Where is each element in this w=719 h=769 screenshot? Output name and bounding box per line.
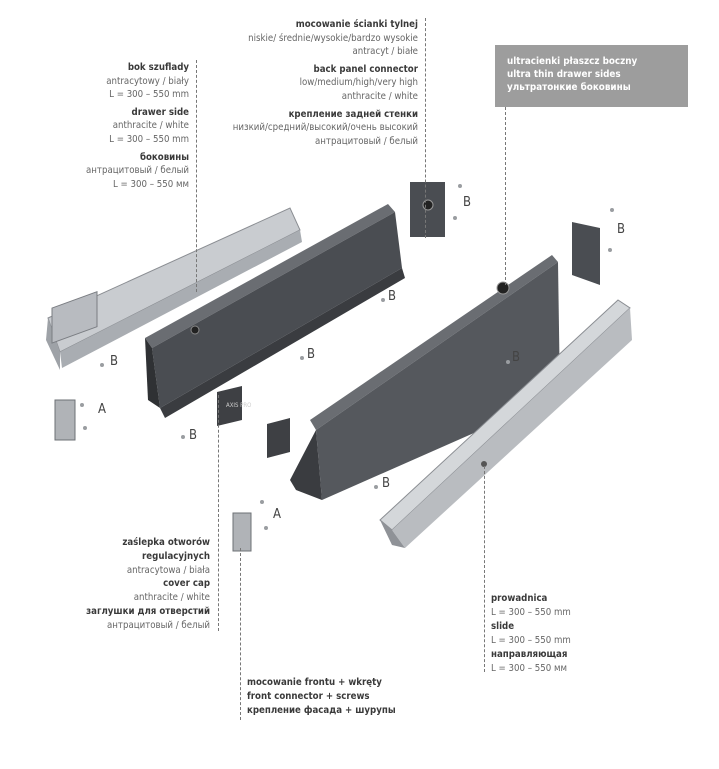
caption-text: L = 300 – 550 mm	[491, 607, 571, 618]
leader-slide	[484, 466, 485, 672]
caption-text: L = 300 – 550 мм	[112, 178, 189, 190]
front-connector	[54, 399, 252, 552]
part-label-b: B	[382, 476, 391, 491]
caption-title: заглушки для отверстий	[86, 605, 210, 617]
part-label-b: B	[307, 347, 316, 362]
caption-text: low/medium/high/very high	[299, 77, 418, 89]
caption-title: slide	[491, 621, 515, 632]
slide-caption: prowadnica L = 300 – 550 mm slide L = 30…	[491, 592, 571, 676]
caption-text: antracytowy / biały	[106, 75, 189, 87]
left-slide	[46, 207, 302, 370]
cap-logo: AXIS PRO	[226, 402, 252, 409]
right-drawer-side	[290, 255, 560, 500]
caption-text: низкий/средний/высокий/очень высокий	[232, 122, 418, 134]
cover-cap-caption: zaślepka otworów regulacyjnych antracyto…	[86, 536, 210, 633]
caption-title: cover cap	[163, 578, 210, 590]
caption-text: anthracite / white	[112, 120, 189, 132]
caption-text: niskie/ średnie/wysokie/bardzo wysokie	[248, 32, 418, 44]
right-slide	[379, 299, 632, 548]
part-label-b: B	[189, 428, 198, 443]
part-label-b: B	[110, 354, 119, 369]
front-connector-caption: mocowanie frontu + wkręty front connecto…	[247, 676, 396, 718]
left-drawer-side	[145, 204, 405, 418]
caption-title: направляющая	[491, 649, 568, 660]
caption-title: боковины	[139, 151, 189, 163]
back-connector-caption: mocowanie ścianki tylnej niskie/ średnie…	[233, 18, 418, 148]
leader-highlight	[505, 107, 506, 285]
caption-title: front connector + screws	[247, 691, 370, 702]
caption-text: L = 300 – 550 mm	[109, 89, 189, 101]
caption-text: antracytowa / biała	[126, 564, 210, 576]
caption-text: anthracite / white	[133, 592, 210, 604]
leader-back-connector	[425, 18, 426, 238]
caption-title: bok szuflady	[127, 62, 189, 73]
part-label-b: B	[463, 195, 472, 210]
leader-drawer-side	[196, 60, 197, 292]
part-label-b: B	[512, 350, 521, 365]
caption-text: L = 300 – 550 mm	[491, 635, 571, 646]
caption-title: mocowanie frontu + wkręty	[247, 677, 382, 688]
caption-text: L = 300 – 550 mm	[109, 133, 189, 145]
caption-text: антрацитовый / белый	[315, 135, 418, 147]
caption-text: antracyt / białe	[352, 46, 418, 58]
part-label-b: B	[617, 222, 626, 237]
back-connector-right	[572, 222, 600, 285]
caption-title: крепление фасада + шурупы	[247, 705, 396, 716]
highlight-text: ultra thin drawer sides	[507, 69, 621, 80]
caption-text: anthracite / white	[341, 90, 418, 102]
drawer-side-caption: bok szuflady antracytowy / biały L = 300…	[86, 61, 189, 191]
leader-front-connector	[240, 548, 241, 720]
back-connector-left	[410, 182, 445, 237]
caption-text: антрацитовый / белый	[107, 619, 210, 631]
caption-title: back panel connector	[313, 63, 418, 75]
caption-title: prowadnica	[491, 593, 548, 604]
caption-title: drawer side	[131, 106, 189, 118]
cover-cap	[217, 386, 290, 458]
caption-text: L = 300 – 550 мм	[491, 663, 568, 674]
highlight-text: ultracienki płaszcz boczny	[507, 56, 638, 67]
ultra-thin-highlight-box: ultracienki płaszcz boczny ultra thin dr…	[495, 45, 688, 107]
caption-title: zaślepka otworów	[122, 537, 210, 548]
screws	[80, 184, 614, 530]
highlight-text: ультратонкие боковины	[507, 82, 631, 93]
part-label-a: A	[98, 402, 106, 417]
caption-text: антрацитовый / белый	[86, 165, 189, 177]
caption-title: regulacyjnych	[142, 550, 210, 562]
part-label-a: A	[273, 507, 281, 522]
caption-title: mocowanie ścianki tylnej	[295, 19, 418, 30]
leader-cover-cap	[218, 395, 219, 631]
part-label-b: B	[388, 289, 397, 304]
caption-title: крепление задней стенки	[288, 108, 418, 120]
